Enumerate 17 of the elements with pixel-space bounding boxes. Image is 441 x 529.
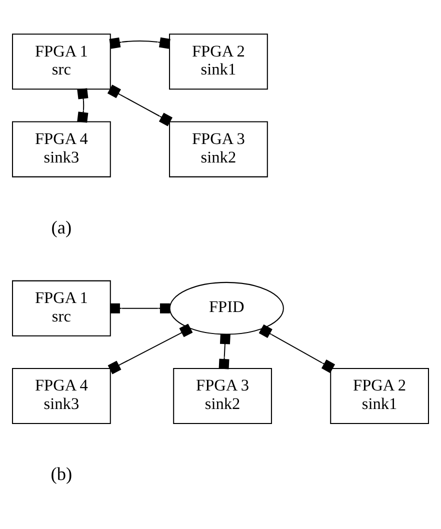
connector xyxy=(258,324,336,374)
node-box: FPGA 4 sink3 xyxy=(12,121,111,178)
connector xyxy=(108,324,193,374)
node-box: FPGA 3 sink2 xyxy=(169,121,268,178)
node-box: FPGA 1 src xyxy=(12,34,111,90)
node-box: FPGA 1 src xyxy=(12,280,111,336)
connector xyxy=(109,37,170,49)
label: (a) xyxy=(51,217,72,238)
connector xyxy=(77,88,88,123)
node-box: FPGA 2 sink1 xyxy=(330,368,429,424)
node-box: FPGA 2 sink1 xyxy=(169,34,268,90)
connector xyxy=(218,334,230,370)
node-box: FPGA 4 sink3 xyxy=(12,368,111,424)
connector xyxy=(110,303,170,314)
connector xyxy=(107,84,172,126)
label: (b) xyxy=(50,464,72,484)
node-box: FPGA 3 sink2 xyxy=(173,368,272,424)
